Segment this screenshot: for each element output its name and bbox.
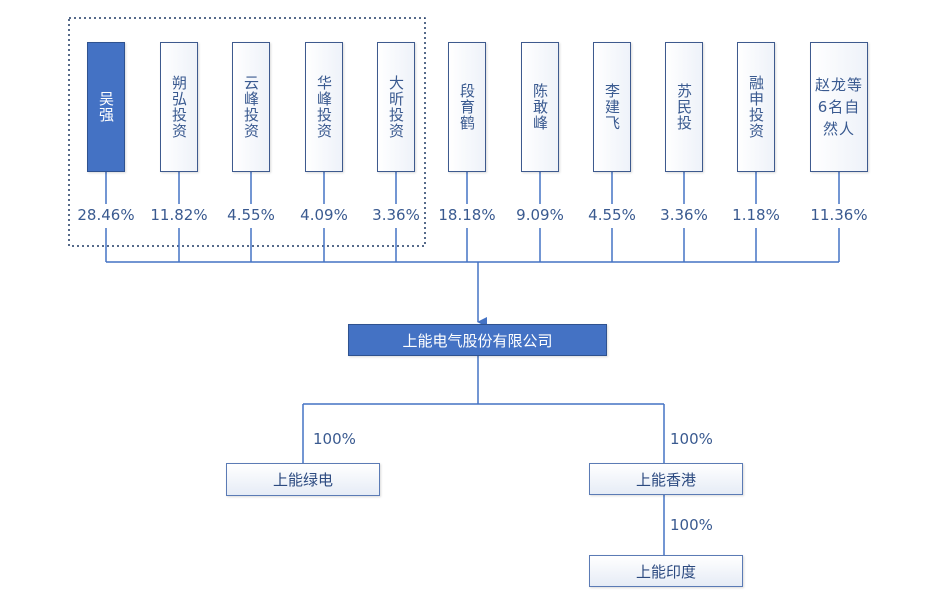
shareholder-box-li-jianfei: 李建飞 xyxy=(593,42,631,172)
shareholder-name: 李建飞 xyxy=(603,83,621,131)
shareholding-pct: 9.09% xyxy=(516,206,564,224)
shareholder-box-wu-qiang: 吴强 xyxy=(87,42,125,172)
shareholding-pct: 1.18% xyxy=(732,206,780,224)
shareholder-name: 大昕投资 xyxy=(387,75,405,139)
shareholder-stems xyxy=(105,172,840,555)
shareholder-box-sumintou: 苏民投 xyxy=(665,42,703,172)
shareholder-name: 融申投资 xyxy=(747,75,765,139)
shareholding-pct: 18.18% xyxy=(438,206,496,224)
shareholder-name: 吴强 xyxy=(97,91,115,123)
shareholder-name: 陈敢峰 xyxy=(531,83,549,131)
shareholder-name: 朔弘投资 xyxy=(170,75,188,139)
shareholding-pct: 4.09% xyxy=(300,206,348,224)
shareholding-pct: 3.36% xyxy=(660,206,708,224)
shareholding-pct: 11.82% xyxy=(150,206,208,224)
shareholding-pct: 3.36% xyxy=(372,206,420,224)
controller-group-frame xyxy=(68,17,426,247)
shareholding-pct: 28.46% xyxy=(77,206,135,224)
parent-company-box: 上能电气股份有限公司 xyxy=(348,324,607,356)
shareholder-box-zhao-long-group: 赵龙等6名自然人 xyxy=(810,42,868,172)
shareholder-name: 苏民投 xyxy=(675,83,693,131)
shareholder-box-rongshen: 融申投资 xyxy=(737,42,775,172)
subsidiary-pct-hk: 100% xyxy=(670,430,713,448)
subsidiary-name: 上能印度 xyxy=(635,562,696,581)
shareholder-name: 段育鹤 xyxy=(458,83,476,131)
shareholder-name: 云峰投资 xyxy=(242,75,260,139)
shareholding-pct: 11.36% xyxy=(810,206,868,224)
shareholder-box-chen-ganfeng: 陈敢峰 xyxy=(521,42,559,172)
subsidiary-pct-green: 100% xyxy=(313,430,356,448)
shareholder-box-duan-yuhe: 段育鹤 xyxy=(448,42,486,172)
subsidiary-name: 上能香港 xyxy=(635,470,696,489)
shareholder-box-yunfeng: 云峰投资 xyxy=(232,42,270,172)
parent-company-name: 上能电气股份有限公司 xyxy=(402,331,553,350)
shareholder-name: 华峰投资 xyxy=(315,75,333,139)
shareholding-pct: 4.55% xyxy=(227,206,275,224)
shareholder-box-huafeng: 华峰投资 xyxy=(305,42,343,172)
subsidiary-name: 上能绿电 xyxy=(272,471,333,489)
subsidiary-pct-india: 100% xyxy=(670,516,713,534)
shareholder-name: 赵龙等6名自然人 xyxy=(814,76,863,138)
shareholder-box-shuohong: 朔弘投资 xyxy=(160,42,198,172)
shareholder-box-daxin: 大昕投资 xyxy=(377,42,415,172)
shareholding-pct: 4.55% xyxy=(588,206,636,224)
subsidiary-box-india: 上能印度 xyxy=(589,555,743,587)
subsidiary-box-hong-kong: 上能香港 xyxy=(589,463,743,495)
subsidiary-box-green-power: 上能绿电 xyxy=(226,463,380,496)
